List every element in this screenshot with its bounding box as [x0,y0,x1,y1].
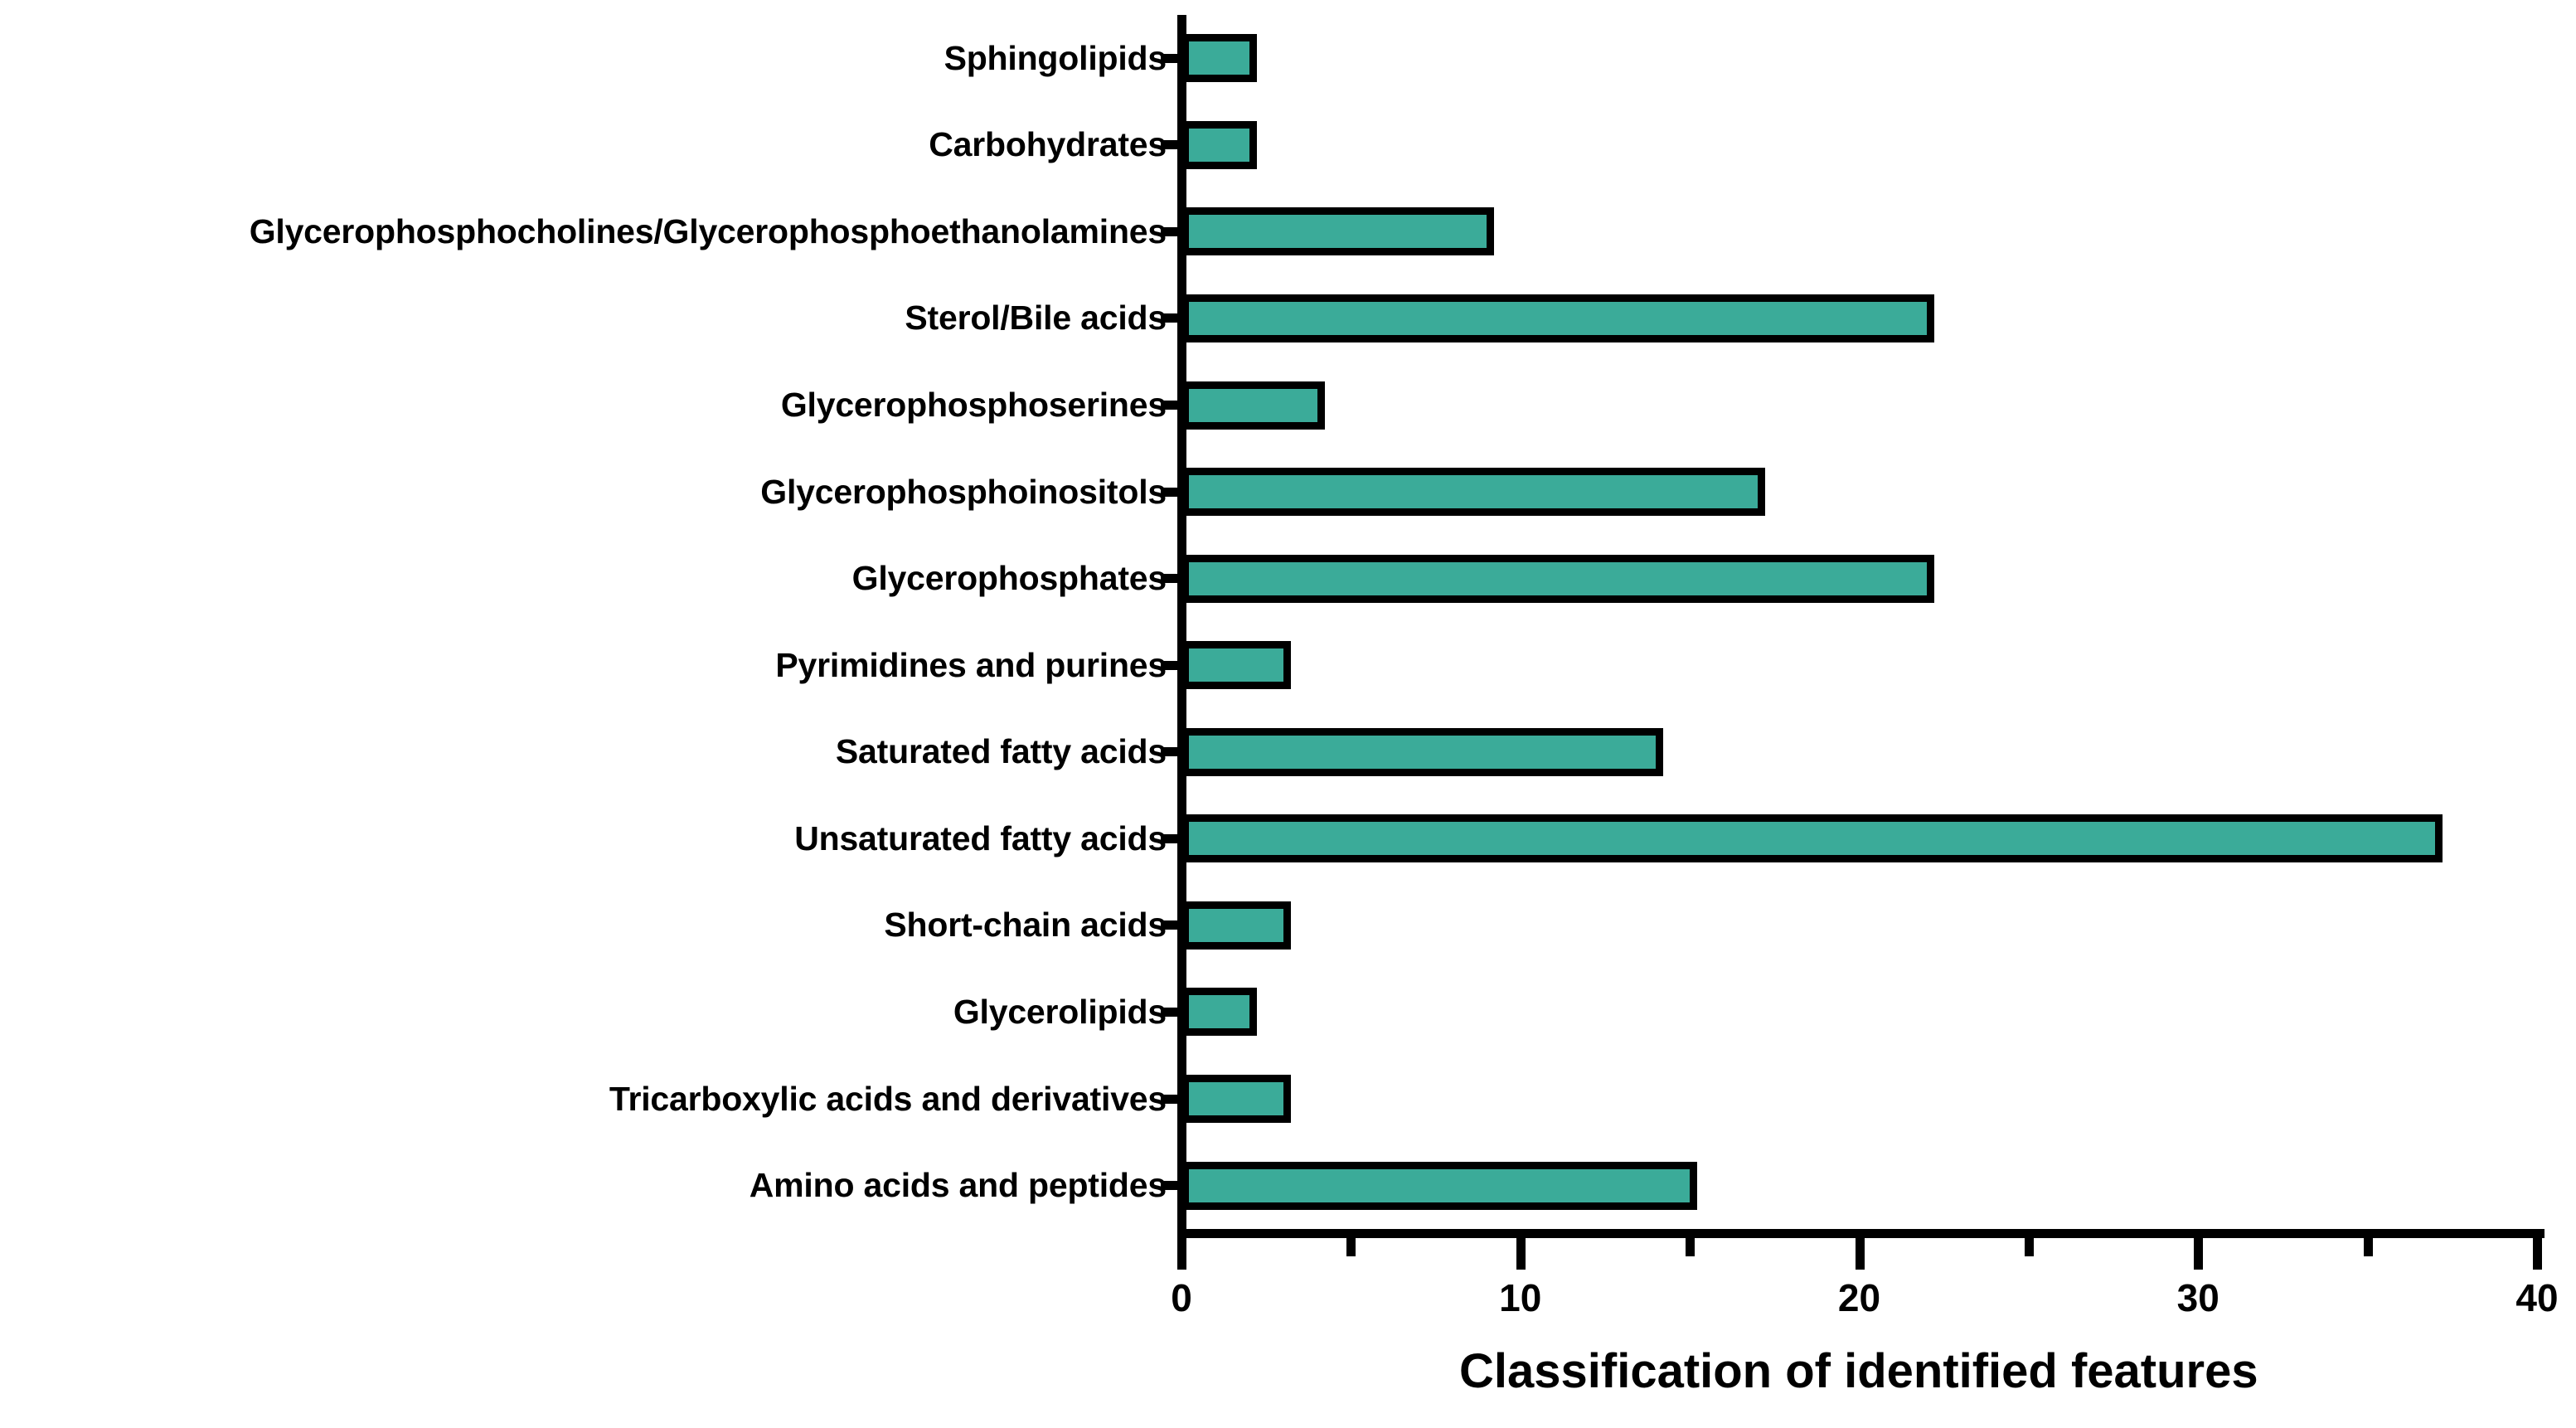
category-tick-mark [1161,313,1186,323]
category-label: Glycerophosphates [851,559,1167,598]
category-label: Glycerophosphoserines [780,386,1167,425]
category-label: Amino acids and peptides [749,1166,1167,1205]
category-tick-mark [1161,1007,1186,1017]
bar-row: Sphingolipids [0,15,2576,102]
category-label: Glycerophosphoinositols [760,472,1167,511]
category-label: Tricarboxylic acids and derivatives [609,1079,1167,1118]
bar [1181,468,1765,517]
x-tick-label: 30 [2176,1276,2219,1319]
category-label: Sphingolipids [944,38,1167,77]
x-tick-minor [1346,1238,1356,1256]
category-tick-mark [1161,401,1186,410]
category-tick-mark [1161,920,1186,930]
x-tick-major [2533,1238,2542,1270]
category-tick-mark [1161,487,1186,497]
category-label: Glycerophosphocholines/Glycerophosphoeth… [249,211,1167,250]
x-tick-minor [2024,1238,2034,1256]
category-tick-mark [1161,53,1186,63]
bar-row: Saturated fatty acids [0,709,2576,796]
category-label: Pyrimidines and purines [775,645,1167,684]
category-tick-mark [1161,833,1186,843]
x-axis-ticks [0,1238,2576,1288]
x-tick-label: 0 [1171,1276,1192,1319]
category-label: Sterol/Bile acids [905,299,1167,338]
bar [1181,727,1664,776]
bar [1181,34,1257,83]
bar [1181,1075,1291,1124]
bar-row: Glycerolipids [0,969,2576,1056]
x-tick-major [2194,1238,2204,1270]
category-tick-mark [1161,574,1186,584]
bar-row: Carbohydrates [0,102,2576,189]
x-tick-minor [2363,1238,2373,1256]
category-tick-mark [1161,1181,1186,1191]
bar [1181,381,1325,430]
x-tick-major [1855,1238,1865,1270]
category-label: Unsaturated fatty acids [794,818,1167,857]
category-tick-mark [1161,226,1186,236]
category-label: Saturated fatty acids [835,732,1167,771]
category-label: Carbohydrates [929,125,1167,164]
bar [1181,294,1935,342]
bar [1181,988,1257,1037]
x-tick-label: 20 [1837,1276,1881,1319]
bar-row: Amino acids and peptides [0,1142,2576,1229]
x-tick-label: 40 [2515,1276,2559,1319]
x-tick-major [1177,1238,1186,1270]
bar-row: Sterol/Bile acids [0,275,2576,362]
category-tick-mark [1161,1094,1186,1104]
x-tick-major [1516,1238,1526,1270]
bar [1181,814,2443,863]
bar [1181,901,1291,950]
x-tick-minor [1686,1238,1696,1256]
bar-row: Short-chain acids [0,882,2576,969]
x-axis-tick-labels: 0 10 20 30 40 [0,1275,2576,1333]
bar-row: Glycerophosphoinositols [0,449,2576,536]
bar-row: Pyrimidines and purines [0,622,2576,709]
x-axis-spine [1177,1229,2544,1238]
x-tick-label: 10 [1499,1276,1542,1319]
y-axis-spine [1177,15,1186,1236]
category-tick-mark [1161,747,1186,757]
bar-row: Glycerophosphates [0,535,2576,622]
bar-row: Glycerophosphocholines/Glycerophosphoeth… [0,188,2576,275]
bar [1181,1161,1698,1210]
bar [1181,554,1935,603]
category-label: Glycerolipids [953,992,1167,1031]
category-tick-mark [1161,140,1186,150]
x-axis-title: Classification of identified features [1459,1344,2258,1398]
bar-row: Tricarboxylic acids and derivatives [0,1056,2576,1143]
bar-row: Glycerophosphoserines [0,362,2576,449]
bar [1181,120,1257,169]
bar [1181,641,1291,690]
category-tick-mark [1161,660,1186,670]
bar-row: Unsaturated fatty acids [0,795,2576,882]
category-label: Short-chain acids [884,906,1167,945]
bar [1181,207,1494,256]
